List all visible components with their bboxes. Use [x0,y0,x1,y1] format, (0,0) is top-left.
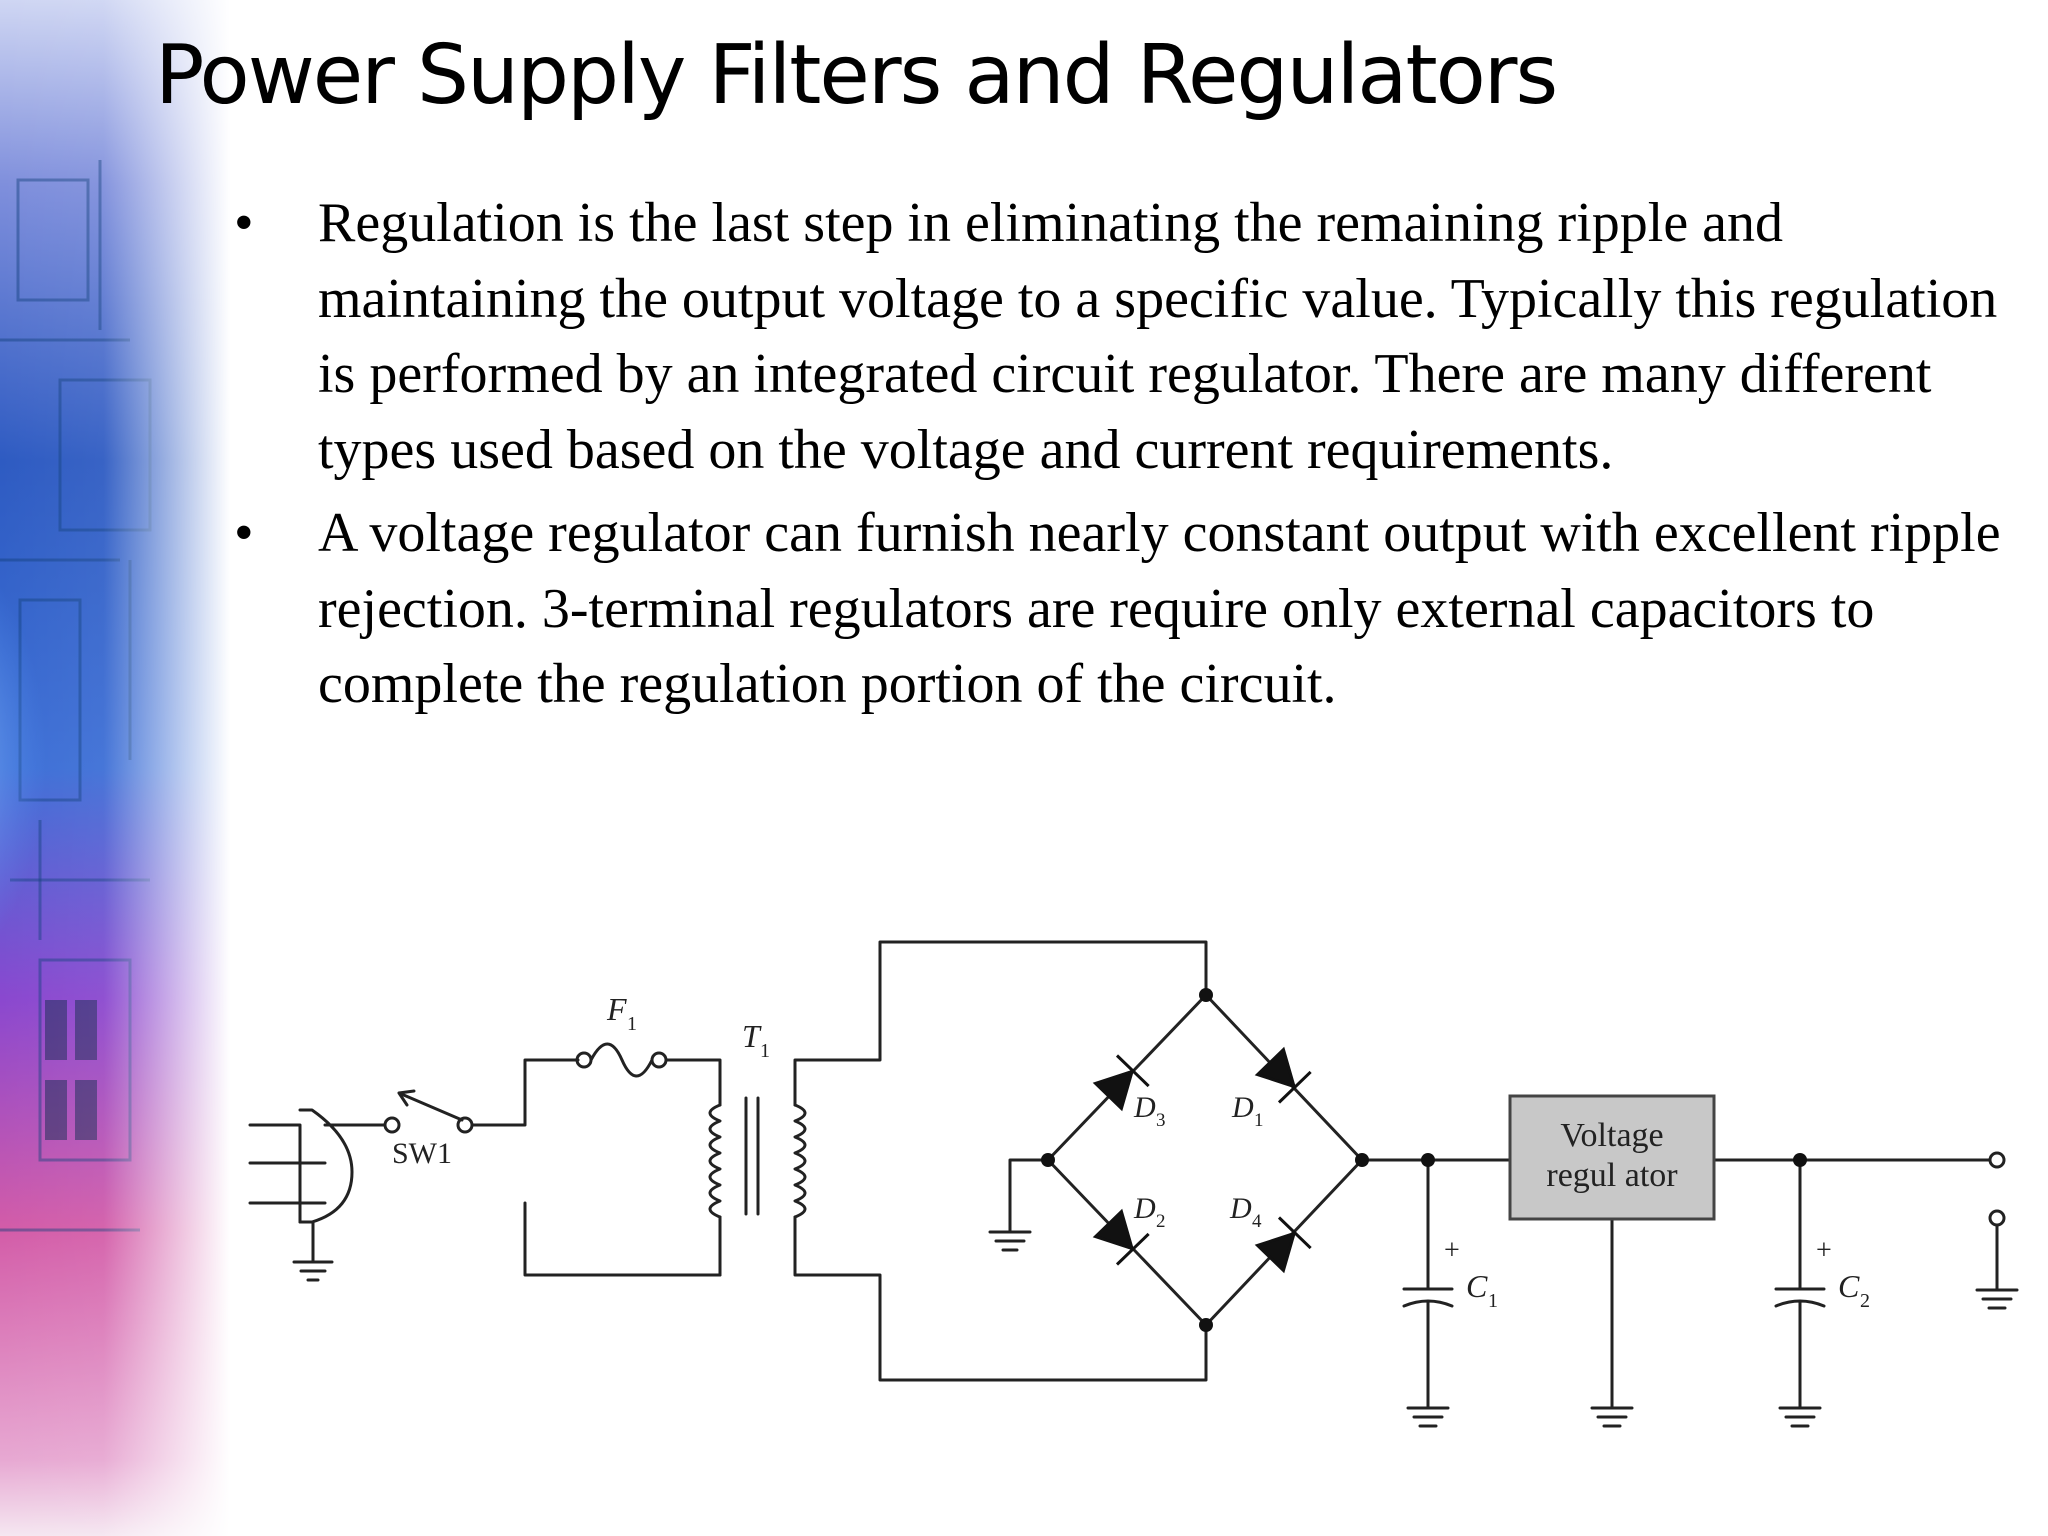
bullet-list: • Regulation is the last step in elimina… [230,186,2020,731]
slide-title: Power Supply Filters and Regulators [155,28,1558,123]
diode-d3-label: D [1133,1091,1156,1124]
sidebar-decoration [0,0,230,1536]
regulator-label-line1: Voltage [1560,1117,1663,1154]
diode-d1-sub: 1 [1254,1110,1264,1131]
bullet-text: Regulation is the last step in eliminati… [318,192,1998,481]
bullet-dot: • [234,502,254,564]
bullet-item: • A voltage regulator can furnish nearly… [230,496,2020,723]
regulator-ground [1590,1217,1634,1428]
diode-d1-label: D [1231,1091,1254,1124]
voltage-regulator-box [1508,1094,1716,1221]
diode-d3-icon [1092,1054,1150,1112]
diode-d2-icon [1092,1208,1150,1266]
bullet-dot: • [234,192,254,254]
transformer-label: T [742,1018,762,1054]
diode-d1-icon [1254,1046,1312,1104]
fuse-label-sub: 1 [627,1013,637,1035]
diode-d4-label: D [1229,1192,1252,1225]
cap1-label-sub: 1 [1488,1290,1498,1312]
capacitor-c2-icon [1774,1158,1826,1428]
transformer-icon [708,940,1208,1382]
switch-icon [323,1058,722,1277]
cap1-plus: + [1444,1235,1460,1266]
fuse-icon [575,1042,722,1107]
bullet-text: A voltage regulator can furnish nearly c… [318,502,2001,715]
capacitor-c1-icon [1402,1158,1454,1428]
diode-d4-icon [1254,1216,1312,1274]
cap2-label: C [1838,1268,1860,1304]
cap2-label-sub: 2 [1860,1290,1870,1312]
regulator-label-line2: regul ator [1546,1157,1678,1194]
diode-d2-label: D [1133,1192,1156,1225]
switch-label: SW1 [392,1137,452,1170]
cap1-label: C [1466,1268,1488,1304]
fuse-label: F [606,991,627,1027]
output-terminal-icon [1975,1151,2019,1310]
cap2-plus: + [1816,1235,1832,1266]
transformer-label-sub: 1 [760,1040,770,1062]
diode-d2-sub: 2 [1156,1211,1166,1232]
junction-dots [1041,988,1807,1332]
diode-d3-sub: 3 [1156,1110,1166,1131]
bullet-item: • Regulation is the last step in elimina… [230,186,2020,488]
diode-d4-sub: 4 [1252,1211,1262,1232]
ac-plug-icon [248,1108,354,1282]
